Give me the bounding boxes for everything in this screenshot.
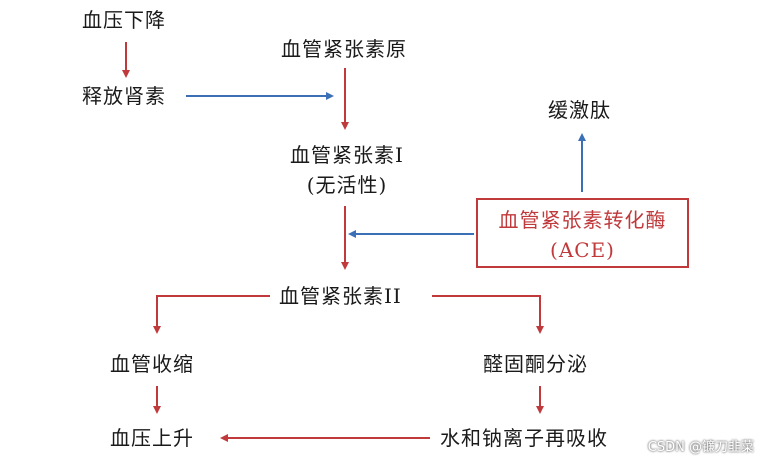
- node-renin-release: 释放肾素: [82, 84, 166, 108]
- arrow-ang2-to-aldosterone: [432, 295, 544, 334]
- arrow-ang2-to-vasoconstriction: [153, 295, 270, 334]
- node-aldosterone: 醛固酮分泌: [483, 352, 588, 376]
- angiotensin-1-label: 血管紧张素I: [290, 143, 404, 167]
- node-angiotensinogen: 血管紧张素原: [281, 37, 407, 61]
- angiotensin-1-note: (无活性): [306, 173, 388, 197]
- node-angiotensin-1: 血管紧张素I (无活性): [272, 143, 422, 197]
- node-bp-rise: 血压上升: [110, 426, 194, 450]
- ace-label: 血管紧张素转化酶: [498, 208, 667, 232]
- ace-box: 血管紧张素转化酶 (ACE): [476, 198, 689, 268]
- ace-abbrev: (ACE): [550, 238, 615, 262]
- node-bradykinin: 缓激肽: [548, 98, 611, 122]
- node-water-sodium-reabsorption: 水和钠离子再吸收: [440, 426, 608, 450]
- watermark: CSDN @镰刀韭菜: [647, 440, 754, 455]
- node-angiotensin-2: 血管紧张素II: [279, 284, 402, 308]
- node-bp-drop: 血压下降: [82, 8, 166, 32]
- node-vasoconstriction: 血管收缩: [110, 352, 194, 376]
